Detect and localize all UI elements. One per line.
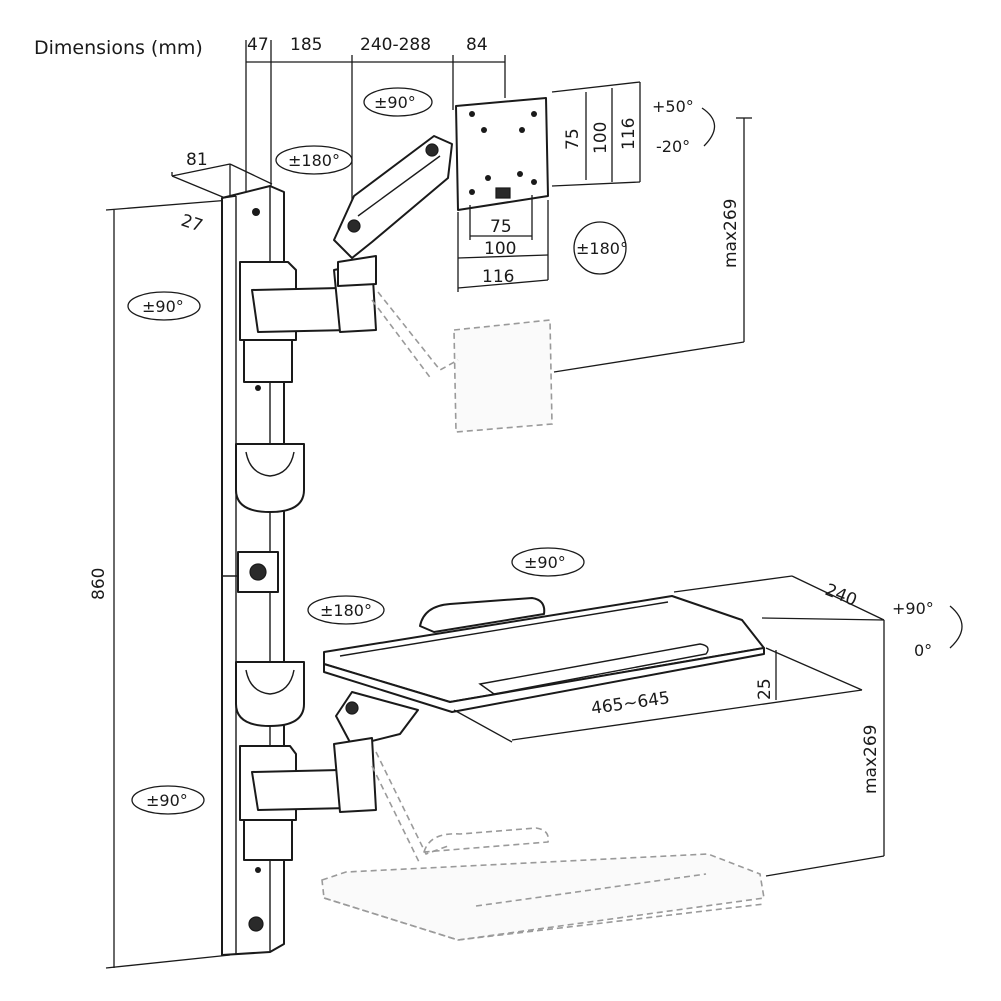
- dim-plate-84: 84: [466, 35, 488, 55]
- svg-text:±90°: ±90°: [142, 297, 184, 316]
- vesa-dimensions: 75 100 116 75 100 116: [457, 81, 641, 292]
- monitor-height-dimension: max269: [553, 117, 752, 373]
- monitor-tilt-indicator: +50° -20°: [652, 97, 716, 156]
- dim-tray-thickness-25: 25: [755, 678, 775, 700]
- monitor-gas-arm: [333, 135, 453, 287]
- tray-tilt-indicator: +90° 0°: [892, 599, 963, 660]
- tray-thickness-dimension: 25: [755, 650, 777, 700]
- dim-tray-height-max269: max269: [861, 725, 881, 795]
- tilt-up-label: +50°: [652, 97, 694, 116]
- upper-swivel-bracket: [239, 261, 377, 391]
- dim-arm-240-288: 240-288: [360, 35, 431, 55]
- dim-vesa-100-vertical: 100: [591, 122, 611, 154]
- rail-clamp-plate: [237, 551, 279, 593]
- diagram-title: Dimensions (mm): [34, 37, 203, 59]
- top-dimension-chain: 47 185 240-288 84: [245, 35, 506, 200]
- svg-text:±90°: ±90°: [146, 791, 188, 810]
- dim-monitor-height-max269: max269: [721, 199, 741, 269]
- rotation-badge-upper-bracket: ±90°: [127, 291, 201, 321]
- dim-offset-47: 47: [247, 35, 269, 55]
- svg-text:±180°: ±180°: [320, 601, 372, 620]
- rotation-badge-tray-swivel: ±90°: [511, 547, 585, 577]
- dim-rail-thickness-27: 27: [178, 211, 205, 237]
- dim-vesa-75-vertical: 75: [563, 128, 583, 150]
- rotation-badge-plate-rotate: ±180°: [573, 221, 628, 275]
- dim-tray-depth-240: 240: [822, 580, 860, 611]
- tray-gas-arm: [239, 691, 419, 873]
- rotation-badge-lower-bracket: ±90°: [131, 785, 205, 815]
- vesa-plate-lowered-ghost: [371, 291, 553, 433]
- tray-tilt-down-label: 0°: [914, 641, 932, 660]
- keyboard-tray-lowered-ghost: [321, 751, 765, 941]
- dim-rail-height-860: 860: [89, 568, 109, 600]
- dim-vesa-100-horizontal: 100: [484, 239, 516, 259]
- lower-cable-clip: [235, 661, 305, 727]
- tilt-arrow-icon: [701, 107, 716, 147]
- rotation-badge-arm-swivel: ±90°: [363, 87, 433, 117]
- dim-plate-116-horizontal: 116: [482, 267, 514, 287]
- dim-tray-width-465-645: 465~645: [590, 688, 671, 719]
- dim-vesa-75-horizontal: 75: [490, 217, 512, 237]
- svg-text:±90°: ±90°: [374, 93, 416, 112]
- rotation-badge-arm-joint: ±180°: [275, 145, 353, 175]
- keyboard-tray: [323, 595, 765, 713]
- tray-tilt-arrow-icon: [949, 605, 963, 649]
- upper-cable-clip: [235, 443, 305, 513]
- tray-height-dimension: max269: [765, 620, 885, 877]
- dim-plate-116-vertical: 116: [619, 118, 639, 150]
- svg-text:±180°: ±180°: [576, 239, 628, 258]
- tray-tilt-up-label: +90°: [892, 599, 934, 618]
- dim-arm-185: 185: [290, 35, 322, 55]
- rotation-badge-tray-joint: ±180°: [307, 595, 385, 625]
- dim-rail-width-81: 81: [186, 150, 208, 170]
- tilt-down-label: -20°: [656, 137, 690, 156]
- svg-text:±90°: ±90°: [524, 553, 566, 572]
- vesa-plate: [455, 97, 549, 211]
- svg-text:±180°: ±180°: [288, 151, 340, 170]
- rail-height-dimension: 860: [89, 199, 231, 969]
